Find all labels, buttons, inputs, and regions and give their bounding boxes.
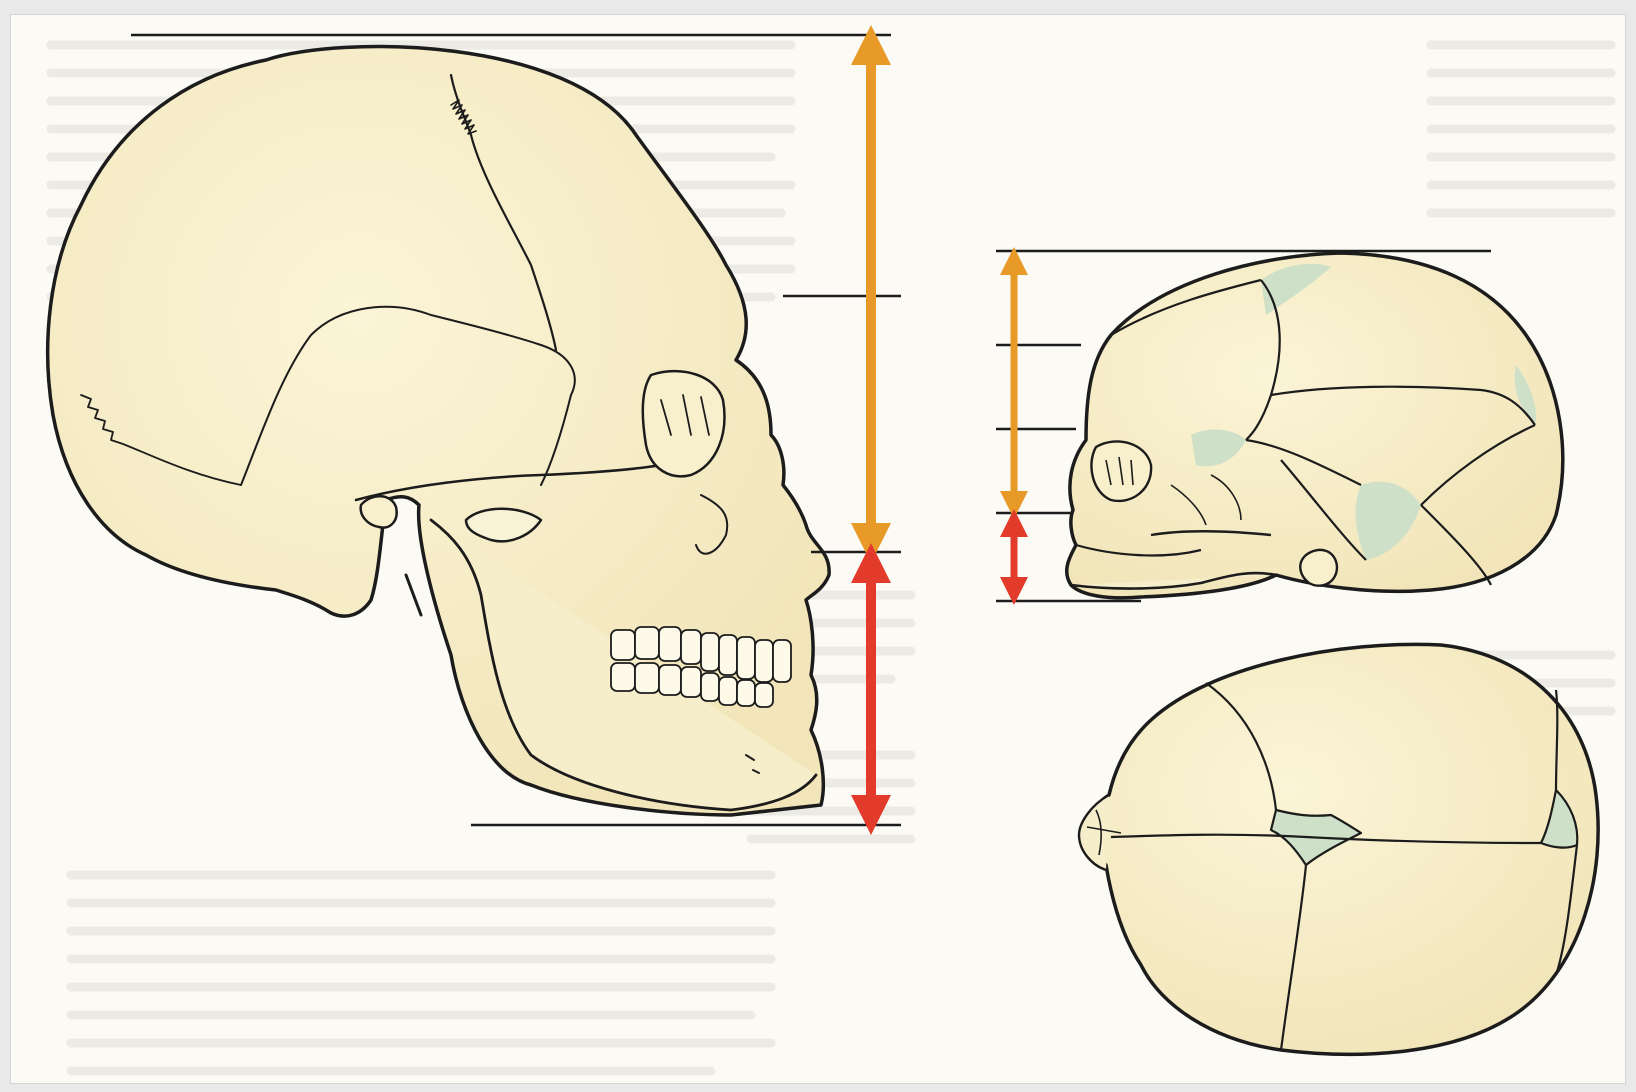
infant-ear [1300, 550, 1337, 586]
adult-skull [48, 47, 829, 815]
infant-cranium-outline [1067, 253, 1563, 598]
skull-proportions-diagram [11, 15, 1625, 1083]
infant-skull-superior [1079, 644, 1598, 1054]
superior-face-tip [1079, 795, 1109, 870]
superior-cranium-outline [1085, 644, 1598, 1054]
infant-skull-lateral [1067, 253, 1563, 598]
styloid-process [406, 575, 421, 615]
figure-panel [10, 14, 1626, 1084]
orbit [643, 371, 725, 476]
